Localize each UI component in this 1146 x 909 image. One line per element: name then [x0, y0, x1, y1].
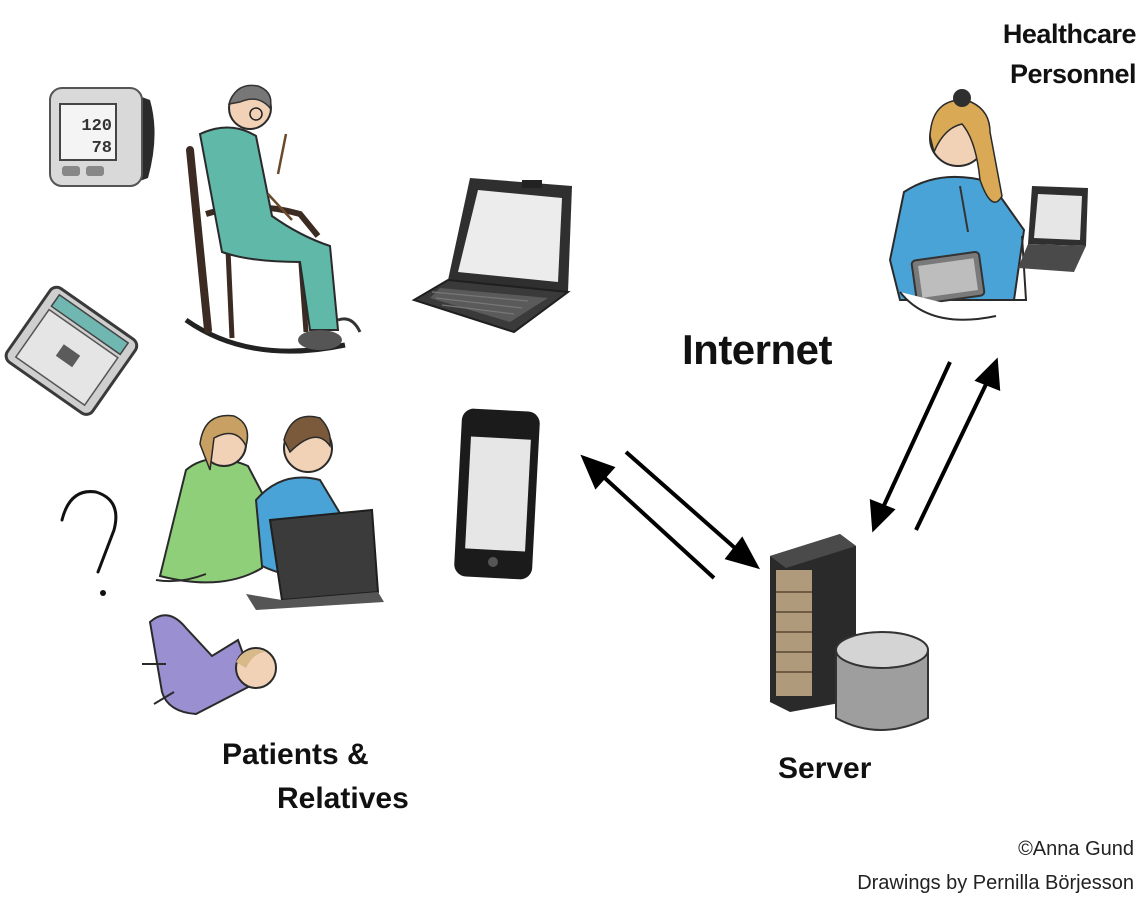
nurse-laptop-icon [1018, 186, 1088, 272]
question-mark-icon [60, 490, 118, 596]
blood-pressure-monitor-icon: 120 78 [49, 87, 155, 187]
relatives-label: Relatives [277, 782, 409, 815]
scale-icon [4, 285, 139, 416]
internet-label: Internet [682, 326, 833, 373]
healthcare-label-line1: Healthcare [1002, 19, 1137, 49]
healthcare-personnel-label: Healthcare Personnel [1002, 14, 1137, 94]
bp-systolic: 120 [81, 117, 112, 136]
baby-icon [142, 614, 277, 716]
copyright-credit: ©Anna Gund [1018, 838, 1134, 860]
bp-diastolic: 78 [92, 139, 112, 158]
drawings-credit: Drawings by Pernilla Börjesson [857, 872, 1134, 894]
couple-with-laptop-icon [155, 414, 384, 610]
database-cylinder-icon [835, 631, 929, 731]
smartphone-icon [454, 408, 540, 580]
laptop-icon [411, 178, 572, 334]
patients-label: Patients & [222, 738, 369, 771]
server-label: Server [778, 752, 872, 785]
arrow-icon [580, 450, 761, 580]
healthcare-label-line2: Personnel [1009, 59, 1137, 89]
elderly-woman-rocking-chair-icon [184, 84, 362, 354]
server-tower-icon [770, 534, 856, 712]
arrow-icon [869, 357, 1001, 533]
nurse-icon [888, 89, 1028, 321]
